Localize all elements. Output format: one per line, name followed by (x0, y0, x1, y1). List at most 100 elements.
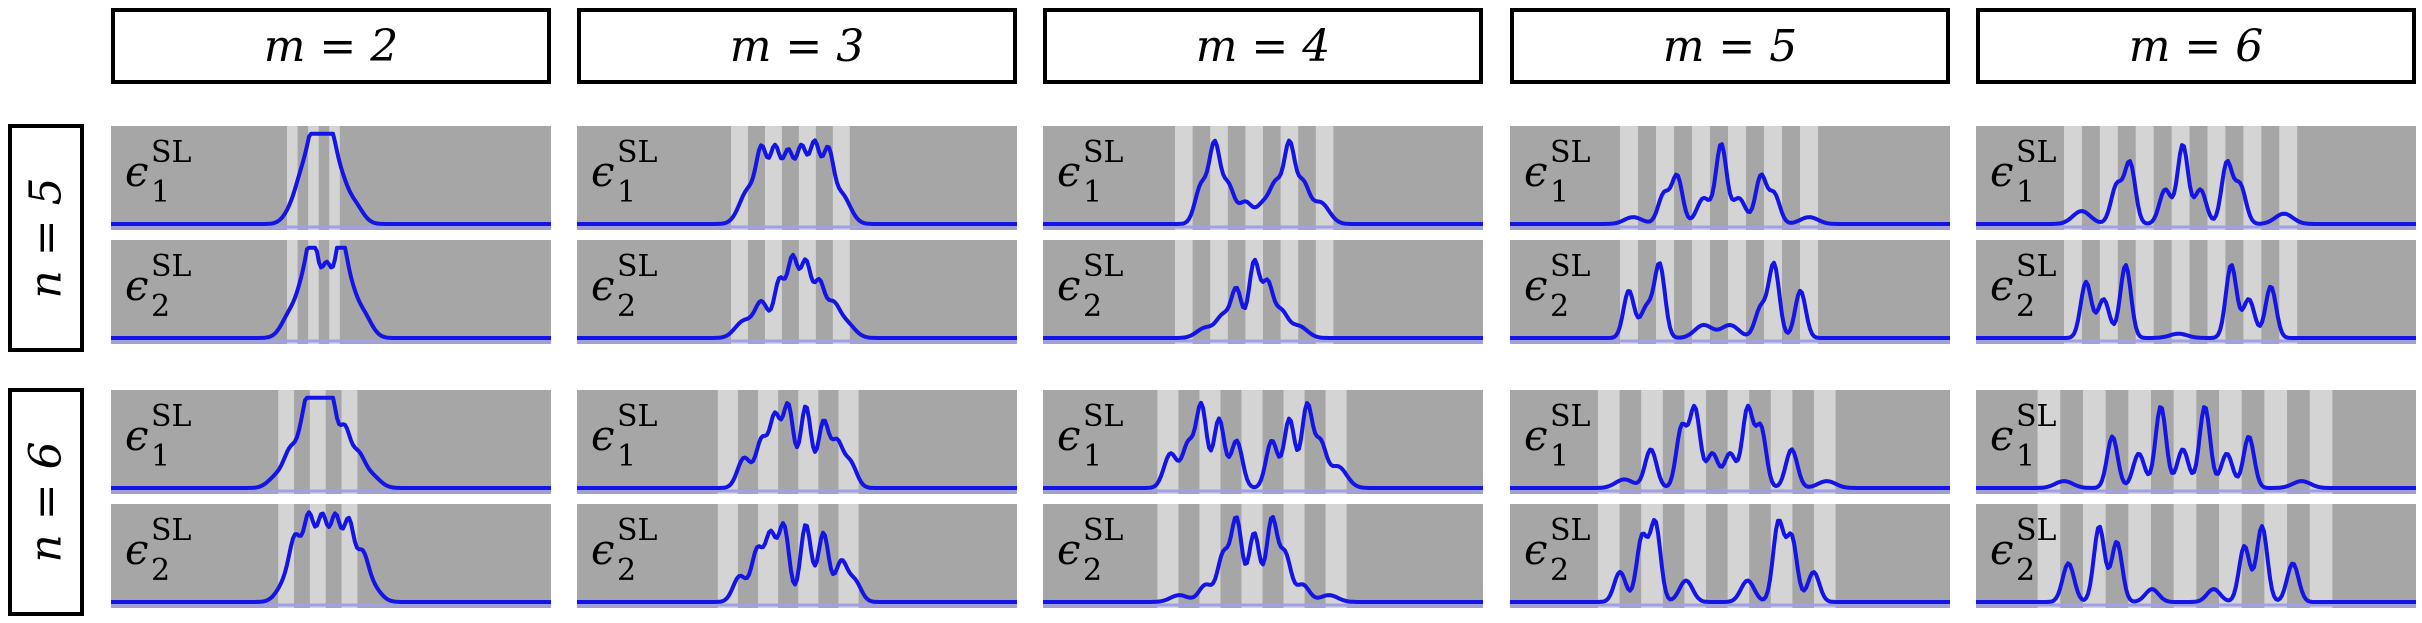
panel-label-superscript: SL (617, 249, 658, 284)
panel-label-subscript: 2 (1083, 553, 1102, 588)
band-stripe (308, 240, 319, 344)
series-line (1976, 524, 2416, 604)
panel-label-superscript: SL (151, 399, 192, 434)
band-stripe (717, 390, 738, 494)
band-stripe (2309, 390, 2333, 494)
series-line (577, 252, 1017, 340)
panel-label-symbol: ϵ (1057, 261, 1081, 310)
series-line (1510, 142, 1950, 226)
panel-label-subscript: 1 (151, 439, 170, 474)
panel-label-superscript: SL (1083, 249, 1124, 284)
panel-label-subscript: 1 (617, 439, 636, 474)
panel-label-symbol: ϵ (1524, 147, 1548, 196)
series-line (1043, 400, 1483, 490)
band-stripe (2279, 126, 2298, 230)
panel-label-subscript: 1 (151, 175, 170, 210)
band-stripe (2173, 390, 2197, 494)
column-header-m6: m = 6 (1976, 8, 2416, 84)
panel-background (111, 390, 551, 494)
panel-label-subscript: 1 (617, 175, 636, 210)
band-stripe (2173, 504, 2197, 608)
row-header-n5: n = 5 (8, 124, 84, 352)
series-line (1043, 257, 1483, 340)
band-stripe (2207, 240, 2226, 344)
panel-label-subscript: 1 (1550, 175, 1569, 210)
band-stripe (2207, 126, 2226, 230)
band-stripe (2309, 504, 2333, 608)
band-stripe (2037, 504, 2061, 608)
panel-label-symbol: ϵ (1990, 525, 2014, 574)
panel-label-symbol: ϵ (1990, 261, 2014, 310)
band-stripe (758, 504, 779, 608)
band-stripe (1210, 240, 1228, 344)
band-stripe (1814, 504, 1836, 608)
band-stripe (1175, 240, 1193, 344)
panel-label-subscript: 2 (1550, 289, 1569, 324)
panel-label-superscript: SL (2016, 399, 2057, 434)
panel-label-superscript: SL (2016, 513, 2057, 548)
panel-label-symbol: ϵ (1524, 411, 1548, 460)
panel-label-superscript: SL (151, 249, 192, 284)
band-stripe (287, 126, 298, 230)
band-stripe (1241, 504, 1263, 608)
band-stripe (2279, 240, 2298, 344)
band-stripe (1210, 126, 1228, 230)
band-stripe (1620, 126, 1638, 230)
panel-label-subscript: 2 (2016, 289, 2035, 324)
panel-label-symbol: ϵ (125, 147, 149, 196)
panel-label-subscript: 1 (1550, 439, 1569, 474)
band-stripe (2082, 390, 2106, 494)
panel-label-subscript: 1 (1083, 175, 1102, 210)
series-line (111, 395, 551, 490)
band-stripe (2099, 240, 2118, 344)
band-stripe (2099, 126, 2118, 230)
band-stripe (308, 126, 319, 230)
series-line (1043, 515, 1483, 604)
panel-label-symbol: ϵ (591, 261, 615, 310)
panel-label-subscript: 2 (1550, 553, 1569, 588)
panel-label-subscript: 2 (2016, 553, 2035, 588)
series-line (1976, 263, 2416, 340)
band-stripe (2264, 390, 2288, 494)
panel-background (577, 126, 1017, 230)
band-stripe (1814, 390, 1836, 494)
band-stripe (2064, 240, 2082, 344)
band-stripe (2135, 240, 2154, 344)
band-stripe (1280, 240, 1299, 344)
band-stripe (2219, 390, 2242, 494)
panel-label-symbol: ϵ (591, 411, 615, 460)
panel-background (577, 504, 1017, 608)
band-stripe (832, 126, 850, 230)
panel-label-subscript: 2 (151, 553, 170, 588)
band-stripe (1325, 504, 1347, 608)
panel-label-symbol: ϵ (1524, 525, 1548, 574)
band-stripe (1800, 126, 1818, 230)
band-stripe (1315, 126, 1334, 230)
band-stripe (1157, 504, 1179, 608)
panel-label-superscript: SL (617, 135, 658, 170)
band-stripe (2243, 240, 2262, 344)
series-line (1976, 143, 2416, 226)
column-header-m4: m = 4 (1043, 8, 1483, 84)
panel-label-symbol: ϵ (591, 525, 615, 574)
panel-label-symbol: ϵ (1057, 147, 1081, 196)
column-header-m3: m = 3 (577, 8, 1017, 84)
panel-label-superscript: SL (1550, 513, 1591, 548)
panel-label-superscript: SL (1083, 399, 1124, 434)
band-stripe (309, 390, 326, 494)
panel-label-symbol: ϵ (125, 261, 149, 310)
